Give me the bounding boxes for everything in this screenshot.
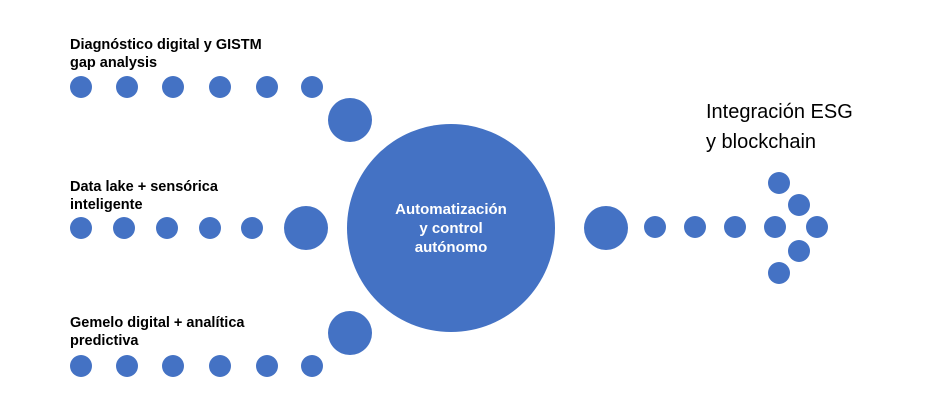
input-label-diagnostico-line2: gap analysis xyxy=(70,55,158,71)
hub-label-line2: y control xyxy=(419,219,483,237)
arrowhead-dot xyxy=(768,172,790,194)
hub-label-line1: Automatización xyxy=(395,200,507,218)
connector-node xyxy=(284,206,328,250)
input-label-data-lake: Data lake + sensórica inteligente xyxy=(70,178,218,214)
output-label-line1: Integración ESG xyxy=(706,101,853,123)
output-label: Integración ESG y blockchain xyxy=(706,97,853,157)
arrowhead-dot xyxy=(788,240,810,262)
arrowhead-dot xyxy=(806,216,828,238)
flow-dot xyxy=(764,216,786,238)
output-label-line2: y blockchain xyxy=(706,131,817,153)
input-label-gemelo-digital-line2: predictiva xyxy=(70,333,139,349)
flow-dot xyxy=(256,355,278,377)
flow-dot xyxy=(724,216,746,238)
arrowhead-dot xyxy=(788,194,810,216)
flow-dot xyxy=(156,217,178,239)
flow-dot xyxy=(70,217,92,239)
flow-dot xyxy=(301,76,323,98)
flow-dot xyxy=(209,355,231,377)
input-label-gemelo-digital-line1: Gemelo digital + analítica xyxy=(70,315,245,331)
flow-dot xyxy=(209,76,231,98)
hub-label-line3: autónomo xyxy=(414,238,488,256)
input-label-gemelo-digital: Gemelo digital + analítica predictiva xyxy=(70,314,244,350)
flow-dot xyxy=(70,76,92,98)
flow-dot xyxy=(162,76,184,98)
flow-dot xyxy=(116,355,138,377)
flow-dot xyxy=(162,355,184,377)
flow-dot xyxy=(644,216,666,238)
flow-dot xyxy=(241,217,263,239)
flow-dot xyxy=(113,217,135,239)
hub-label: Automatización y control autónomo xyxy=(395,200,507,257)
central-hub-node: Automatización y control autónomo xyxy=(347,124,555,332)
flow-dot xyxy=(70,355,92,377)
flow-dot xyxy=(301,355,323,377)
flow-dot xyxy=(199,217,221,239)
input-label-diagnostico-line1: Diagnóstico digital y GISTM xyxy=(70,37,262,53)
input-label-data-lake-line1: Data lake + sensórica xyxy=(70,179,218,195)
flow-dot xyxy=(256,76,278,98)
flow-dot xyxy=(684,216,706,238)
connector-node xyxy=(584,206,628,250)
input-label-diagnostico: Diagnóstico digital y GISTM gap analysis xyxy=(70,36,262,72)
connector-node xyxy=(328,98,372,142)
flow-dot xyxy=(116,76,138,98)
connector-node xyxy=(328,311,372,355)
arrowhead-dot xyxy=(768,262,790,284)
input-label-data-lake-line2: inteligente xyxy=(70,197,143,213)
